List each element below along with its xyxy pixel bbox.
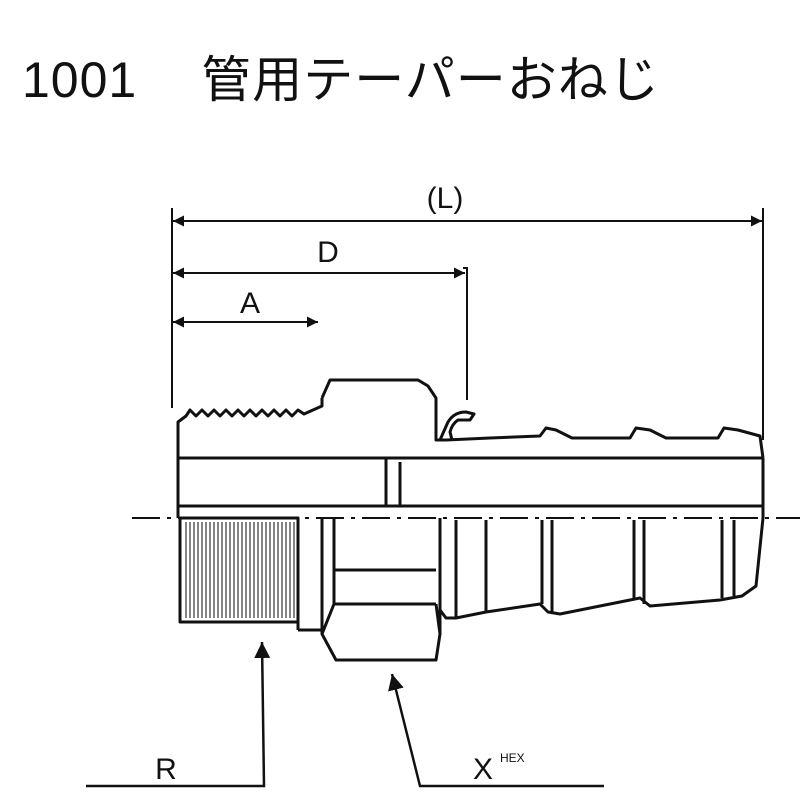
d-extension-line — [463, 267, 468, 400]
dimension-l-label: (L) — [427, 182, 464, 215]
dimension-a-label: A — [240, 287, 260, 320]
thread-hatching — [185, 522, 295, 618]
hex-flat-line-4 — [434, 603, 442, 635]
fitting-outline-lower — [178, 516, 765, 662]
thread-leader — [86, 641, 271, 788]
retaining-clip — [438, 410, 476, 441]
fitting-outline-upper — [176, 378, 765, 518]
stem-lower — [438, 517, 765, 620]
hose-barb-profile-upper — [434, 418, 765, 459]
leader-lines — [86, 641, 604, 788]
part-description: 管用テーパーおねじ — [201, 52, 660, 108]
hex-label: X — [473, 753, 493, 786]
thread-label: R — [155, 753, 177, 786]
drawing-title: 1001 管用テーパーおねじ — [22, 40, 660, 112]
hex-body-lower — [320, 518, 442, 662]
hex-flat-line-3 — [320, 603, 336, 635]
dimension-d-label: D — [317, 236, 339, 269]
dimension-lines — [171, 208, 764, 440]
part-number: 1001 — [22, 52, 138, 108]
hex-leader — [388, 673, 604, 788]
thread-profile-upper — [176, 398, 324, 458]
hex-label-superscript: HEX — [500, 751, 525, 765]
hex-profile-upper — [320, 378, 438, 418]
